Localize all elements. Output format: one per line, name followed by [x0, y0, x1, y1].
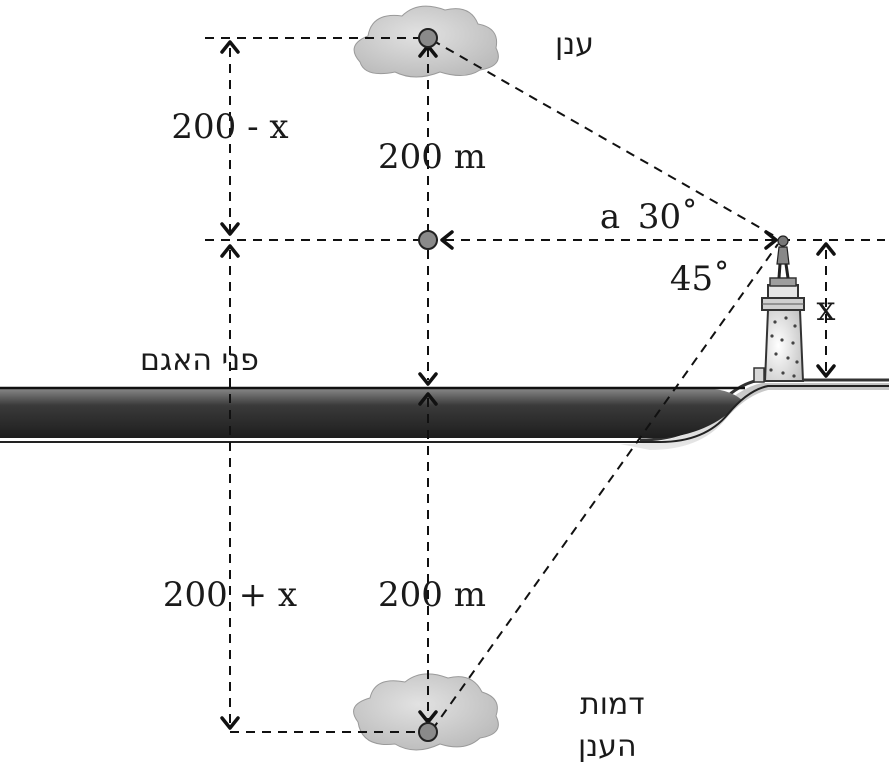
shore-slope [620, 383, 889, 450]
shore-ground [0, 378, 889, 781]
lake-bottom-line [0, 385, 889, 443]
arrowhead [220, 716, 240, 730]
lake-surface-label: פני האגם [140, 343, 259, 378]
lake-water [0, 388, 742, 438]
sightline-to-reflection [431, 243, 779, 731]
arrowhead [764, 230, 778, 250]
observer-level-point [418, 230, 438, 250]
arrowhead [418, 372, 438, 386]
reflection-point [418, 722, 438, 742]
cloud-reflection-label-line2: הענן [578, 729, 637, 764]
arrowhead [418, 392, 438, 406]
arrowhead [220, 222, 240, 236]
angle-up-label: 30˚ [638, 197, 698, 237]
arrowhead [816, 364, 836, 378]
upper-left-distance-label: 200 - x [171, 107, 288, 147]
upper-center-distance-label: 200 m [378, 137, 486, 177]
angle-down-label: 45˚ [670, 259, 730, 299]
lower-center-distance-label: 200 m [378, 575, 486, 615]
arrowhead [220, 244, 240, 258]
observer-height-label: x [816, 289, 835, 329]
cloud-reflection-icon [353, 673, 499, 751]
arrowhead [440, 230, 454, 250]
arrowhead [816, 242, 836, 256]
cloud-point [418, 28, 438, 48]
lower-left-distance-label: 200 + x [163, 575, 297, 615]
cloud-reflection-label-line1: דמות [580, 687, 645, 722]
cloud-label: ענן [555, 27, 594, 62]
horizontal-distance-label: a [600, 197, 620, 237]
arrowhead [220, 40, 240, 54]
person-icon [776, 235, 790, 279]
sightline-to-cloud [431, 39, 779, 239]
lighthouse-icon [753, 277, 805, 383]
